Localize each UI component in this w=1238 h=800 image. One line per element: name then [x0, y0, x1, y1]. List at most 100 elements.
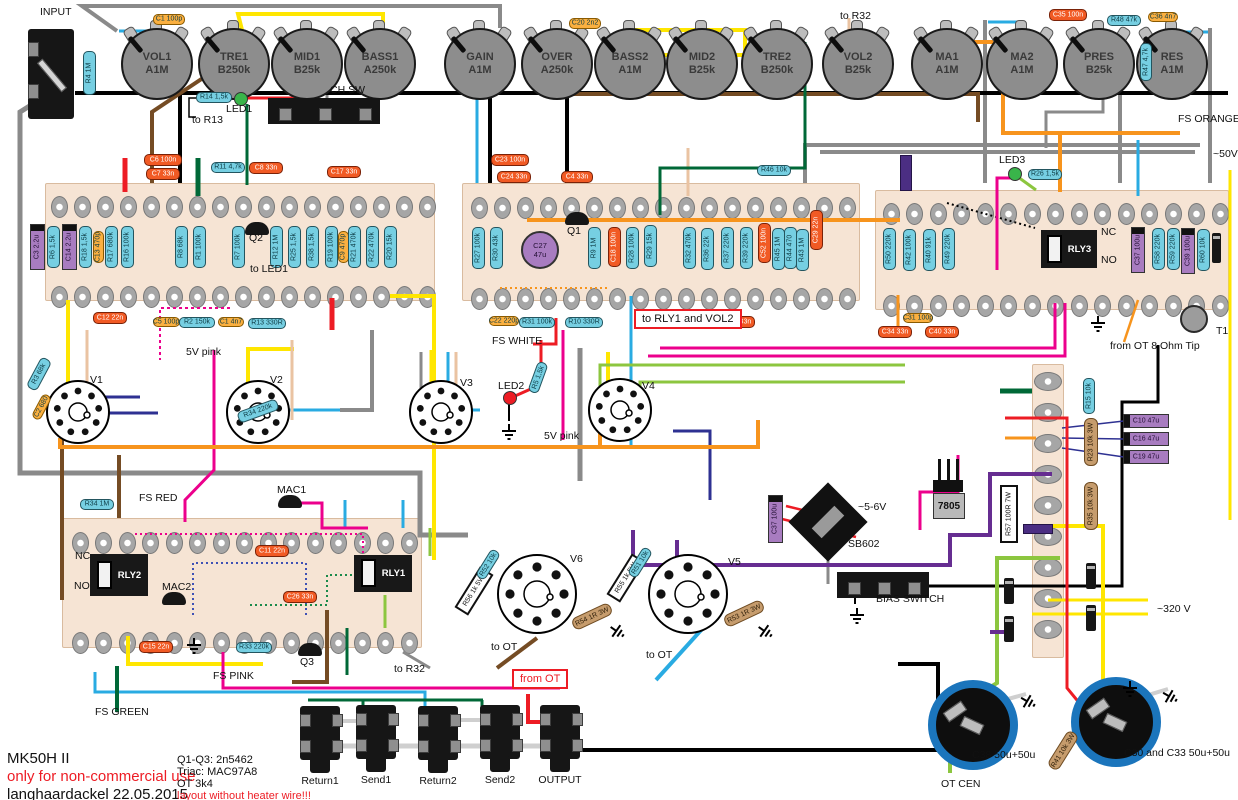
pot-name: OVER — [541, 51, 573, 63]
turret — [1034, 495, 1062, 515]
label-nc: NC — [1101, 226, 1117, 238]
tube-socket-v1 — [41, 375, 115, 454]
pot-name: MID2 — [688, 51, 716, 63]
component-rly2: RLY2 — [90, 554, 148, 596]
component-c37-100u: C37 100u — [1131, 227, 1145, 273]
turret — [746, 288, 764, 310]
component-label: R36 22k — [703, 235, 711, 263]
turret — [1117, 295, 1135, 317]
jack-label: Return2 — [419, 775, 457, 787]
component-r35-10k-3w: R35 10k 3W — [1084, 482, 1098, 530]
jack-label: Return1 — [301, 775, 339, 787]
component-r33-220k: R33 220k — [236, 641, 272, 653]
turret — [142, 196, 160, 218]
label-v6: V6 — [570, 553, 583, 565]
pot-name: PRES — [1084, 51, 1114, 63]
component-c14-2-2u: C14 2.2u — [61, 224, 77, 270]
component-c1-100p: C1 100p — [153, 13, 185, 25]
component-label: C13 470p — [94, 231, 102, 263]
wire-gray — [75, 4, 502, 33]
switch-terminal — [278, 107, 292, 121]
turret — [838, 288, 856, 310]
component-label: R47 4,7k — [1142, 47, 1150, 77]
component-r38-1-5k: R38 1,5k — [305, 226, 319, 268]
jack-terminal — [331, 713, 343, 727]
label-t1: T1 — [1216, 325, 1229, 337]
component-label: C24 33n — [500, 173, 528, 181]
turret — [516, 197, 534, 219]
turret — [1034, 588, 1062, 608]
component-c3-2-2u: C3 2.2u — [29, 224, 45, 270]
jack-terminal — [355, 712, 367, 726]
polarity-band — [1182, 229, 1194, 235]
component-label: C3 2.2u — [33, 234, 41, 260]
component-label: R14 1,5k — [199, 93, 229, 101]
component-label: R28 100k — [628, 233, 636, 263]
component-r23-10k-3w: R23 10k 3W — [1084, 418, 1098, 466]
component-label: C19 47u — [1132, 453, 1160, 461]
component-label: C14 2.2u — [65, 232, 73, 262]
switch-terminal — [847, 581, 861, 595]
purple-link — [1023, 524, 1053, 534]
label-c38-50u-50u: C38 50u+50u — [972, 749, 1036, 761]
label-nc: NC — [75, 550, 91, 562]
component-label: R13 330R — [251, 319, 283, 327]
component-label: R11 4,7k — [214, 163, 242, 171]
label-mac2: MAC2 — [162, 581, 192, 593]
component-label: C34 33n — [881, 328, 909, 336]
component-r10-330r: R10 330R — [565, 316, 603, 328]
wire-pink — [648, 303, 1067, 358]
turret — [585, 288, 603, 310]
turret — [372, 286, 390, 308]
component-label: R23 10k 3W — [1087, 422, 1095, 462]
component-label: R43 1M — [798, 237, 806, 263]
jack-terminal — [417, 739, 429, 753]
component-r16-100k: R16 100k — [120, 226, 134, 268]
diode — [1004, 616, 1014, 642]
component-label: R25 1,5k — [290, 232, 298, 262]
label-to-r32: to R32 — [394, 663, 425, 675]
ground-symbol — [1016, 689, 1046, 718]
component-c39-100u: C39 100u — [1181, 228, 1195, 274]
component-label: C15 22n — [142, 643, 170, 651]
turret — [189, 532, 206, 554]
ground-symbol — [1120, 681, 1140, 704]
component-c16-47u: C16 47u — [1123, 432, 1169, 446]
component-c7-33n: C7 33n — [146, 168, 180, 180]
label-from-ot: from OT — [512, 669, 569, 689]
ground-symbol — [605, 619, 635, 649]
turret — [330, 532, 347, 554]
component-r59-220k: R59 220k — [1166, 228, 1180, 270]
component-r11-4-7k: R11 4,7k — [211, 161, 245, 173]
component-label: R31 100k — [522, 318, 552, 326]
component-r48-47k: R48 47k — [1107, 14, 1141, 26]
component-r2-150k: R2 150k — [179, 316, 215, 328]
component-c8-33n: C8 33n — [249, 162, 283, 174]
component-label: C1 4n7 — [219, 318, 243, 326]
pot-value: B25k — [293, 64, 321, 76]
component-r1-100k: R1 100k — [192, 226, 206, 268]
jack-terminal — [27, 41, 39, 57]
purple-cap — [900, 155, 912, 191]
turret — [1164, 203, 1182, 225]
turret — [1188, 203, 1205, 225]
label-to-ot: to OT — [491, 641, 518, 653]
jack-terminal — [27, 83, 39, 99]
turret — [234, 286, 252, 308]
component-r46-10k: R46 10k — [757, 164, 791, 176]
component-label: C22 220p — [488, 317, 520, 325]
pot-name: GAIN — [466, 51, 494, 63]
component-c15-22n: C15 22n — [139, 641, 173, 653]
label-c30-and-c33-50u-50u: C30 and C33 50u+50u — [1124, 747, 1230, 759]
turret — [211, 196, 229, 218]
component-c10-47u: C10 47u — [1123, 414, 1169, 428]
component-c5-100p: C5 100p — [152, 317, 180, 327]
jack-terminal — [331, 739, 343, 753]
label-q3: Q3 — [300, 656, 315, 668]
component-label: R18 1,5k — [81, 232, 89, 262]
component-r50-220k: R50 220k — [882, 228, 896, 270]
turret — [96, 196, 114, 218]
component-label: C6 100n — [149, 156, 177, 164]
component-r29-15k: R29 15k — [643, 225, 657, 267]
